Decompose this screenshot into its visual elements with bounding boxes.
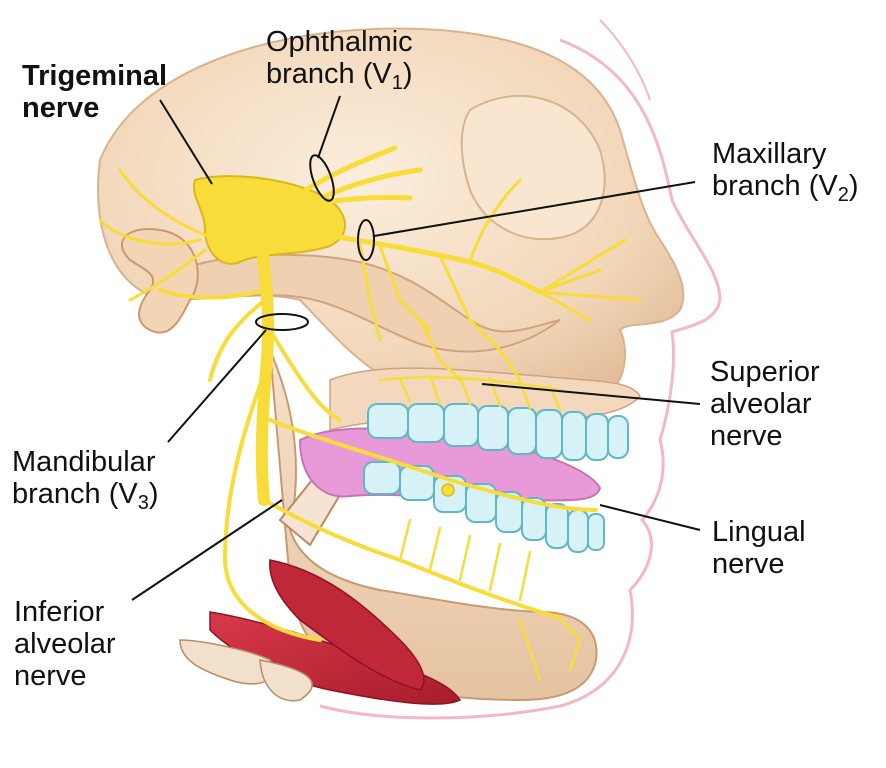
- label-mandibular-line2: branch (V3): [12, 478, 159, 514]
- leader-trigeminal: [159, 99, 213, 185]
- label-inferior-alveolar-line1: Inferior: [14, 596, 105, 628]
- label-superior-alveolar-line1: Superior: [710, 356, 820, 388]
- label-maxillary-branch: Maxillary branch (V2): [712, 138, 859, 206]
- upper-teeth: [367, 403, 629, 461]
- leader-inferior-alveolar: [131, 499, 283, 601]
- trigeminal-nerve-tree: [98, 145, 642, 682]
- label-maxillary-line1: Maxillary: [712, 138, 827, 170]
- neck-outline: [599, 19, 651, 101]
- label-superior-alveolar-nerve: Superior alveolar nerve: [710, 356, 820, 452]
- leader-ophthalmic: [317, 95, 341, 159]
- label-inferior-alveolar-line3: nerve: [14, 660, 87, 692]
- maxillary-ring: [357, 219, 375, 261]
- label-maxillary-line2: branch (V2): [712, 170, 859, 206]
- face-skin-outline: [319, 38, 722, 720]
- leader-lingual: [599, 504, 701, 531]
- label-lingual-line2: nerve: [712, 548, 785, 580]
- neck-muscles: [179, 559, 462, 705]
- label-mandibular-branch: Mandibular branch (V3): [12, 446, 159, 514]
- label-ophthalmic-line1: Ophthalmic: [266, 26, 413, 58]
- label-ophthalmic-branch: Ophthalmic branch (V1): [266, 26, 413, 94]
- label-superior-alveolar-line3: nerve: [710, 420, 783, 452]
- leader-superior-alveolar: [481, 383, 701, 405]
- label-inferior-alveolar-line2: alveolar: [14, 628, 116, 660]
- branch-rings: [255, 154, 375, 331]
- ophthalmic-ring: [309, 154, 335, 202]
- label-trigeminal-nerve: Trigeminal nerve: [22, 60, 167, 124]
- label-trigeminal-line1: Trigeminal: [22, 60, 168, 92]
- label-ophthalmic-line2: branch (V1): [266, 58, 413, 94]
- label-superior-alveolar-line2: alveolar: [710, 388, 812, 420]
- label-mandibular-line1: Mandibular: [12, 446, 156, 478]
- mandibular-ring: [255, 313, 309, 331]
- trigeminal-ganglion: [192, 175, 346, 265]
- label-inferior-alveolar-nerve: Inferior alveolar nerve: [14, 596, 116, 692]
- label-lingual-line1: Lingual: [712, 516, 806, 548]
- lower-teeth: [363, 461, 605, 553]
- mandibular-trunk: [255, 244, 275, 506]
- leader-lines: [131, 95, 701, 601]
- leader-mandibular: [167, 329, 267, 443]
- label-trigeminal-line2: nerve: [22, 92, 100, 124]
- leader-maxillary: [373, 181, 696, 237]
- label-lingual-nerve: Lingual nerve: [712, 516, 806, 580]
